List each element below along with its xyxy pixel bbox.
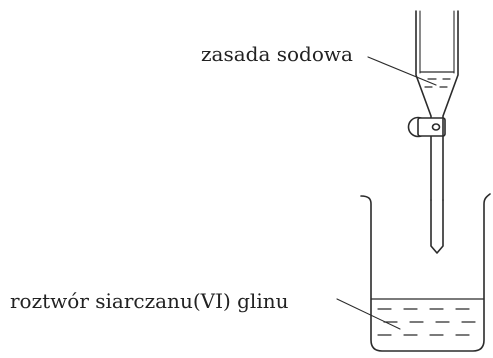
burette bbox=[415, 10, 459, 254]
beaker bbox=[360, 193, 491, 352]
titrant-leader-line bbox=[367, 56, 437, 86]
titrant-label: zasada sodowa bbox=[201, 42, 353, 66]
titrant-liquid bbox=[419, 71, 455, 88]
beaker-liquid bbox=[370, 298, 485, 336]
solution-label: roztwór siarczanu(VI) glinu bbox=[10, 289, 289, 313]
solution-leader-line bbox=[336, 298, 401, 330]
stopcock bbox=[407, 116, 446, 138]
